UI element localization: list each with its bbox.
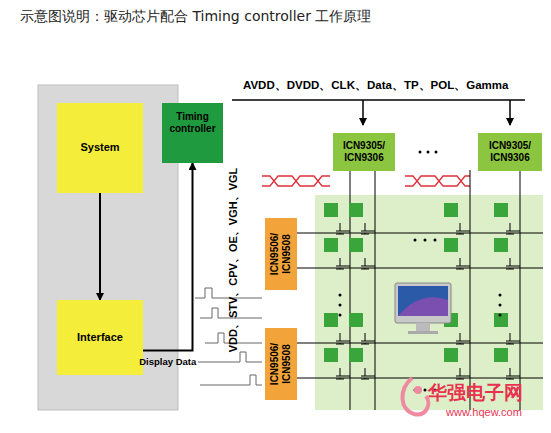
tft-symbol bbox=[456, 223, 470, 234]
tft-symbol bbox=[336, 333, 350, 344]
pixel-electrode bbox=[324, 348, 338, 362]
pixel-electrode bbox=[444, 238, 458, 252]
node-text: System bbox=[80, 141, 119, 154]
source-driver-box: ICN9305/ ICN9306 bbox=[333, 133, 395, 171]
pixel-cells bbox=[324, 203, 520, 379]
signal-label: AVDD、DVDD、CLK、Data、TP、POL、Gamma bbox=[243, 78, 508, 93]
interface-box: Interface bbox=[57, 300, 143, 375]
node-text: ICN9506/ ICN9508 bbox=[269, 221, 293, 287]
tft-symbol bbox=[456, 368, 470, 379]
system-box: System bbox=[57, 103, 143, 193]
monitor-icon bbox=[395, 283, 451, 334]
pixel-electrode bbox=[444, 203, 458, 217]
pixel-electrode bbox=[349, 313, 363, 327]
pixel-electrode bbox=[494, 238, 508, 252]
tft-symbol bbox=[336, 223, 350, 234]
node-text: ICN9305/ ICN9306 bbox=[481, 140, 539, 164]
pixel-electrode bbox=[349, 348, 363, 362]
tft-symbol bbox=[456, 258, 470, 269]
tft-symbol bbox=[336, 368, 350, 379]
tft-symbol bbox=[506, 258, 520, 269]
watermark: 华强电子网 bbox=[428, 380, 523, 406]
node-text: Timing controller bbox=[165, 111, 220, 135]
signal-bus bbox=[232, 100, 525, 125]
node-text: ICN9506/ ICN9508 bbox=[269, 331, 293, 397]
gate-driver-box: ICN9506/ ICN9508 bbox=[265, 328, 297, 400]
title: 示意图说明：驱动芯片配合 Timing controller 工作原理 bbox=[20, 8, 371, 26]
node-text: Interface bbox=[77, 331, 123, 344]
connector-arrow bbox=[99, 193, 101, 300]
tft-symbol bbox=[456, 333, 470, 344]
pixel-electrode bbox=[494, 348, 508, 362]
watermark-logo bbox=[402, 378, 428, 414]
ellipsis-dots bbox=[419, 151, 438, 154]
tft-symbol bbox=[361, 223, 375, 234]
connector-arrow bbox=[143, 163, 193, 351]
pixel-electrode bbox=[494, 203, 508, 217]
pixel-electrode bbox=[324, 203, 338, 217]
tft-symbol bbox=[506, 333, 520, 344]
watermark-url: www.hqew.com bbox=[446, 406, 522, 418]
gate-lines bbox=[297, 233, 543, 378]
pixel-electrode bbox=[324, 313, 338, 327]
node-text: ICN9305/ ICN9306 bbox=[336, 140, 392, 164]
data-bus bbox=[262, 176, 470, 186]
pixel-electrode bbox=[444, 348, 458, 362]
pixel-electrode bbox=[349, 238, 363, 252]
pixel-electrode bbox=[349, 203, 363, 217]
source-driver-box: ICN9305/ ICN9306 bbox=[478, 133, 542, 171]
tft-symbol bbox=[336, 258, 350, 269]
edge-label: Display Data bbox=[139, 356, 196, 367]
tft-symbol bbox=[361, 368, 375, 379]
tft-symbol bbox=[361, 333, 375, 344]
tft-symbol bbox=[361, 258, 375, 269]
pixel-electrode bbox=[324, 238, 338, 252]
pixel-electrode bbox=[494, 313, 508, 327]
tft-symbol bbox=[506, 223, 520, 234]
signal-label: VDD、STV、CPV、OE、VGH、VGL bbox=[226, 168, 241, 353]
gate-driver-box: ICN9506/ ICN9508 bbox=[265, 218, 297, 290]
tcon-box: Timing controller bbox=[162, 103, 223, 163]
tft-symbol bbox=[506, 368, 520, 379]
panel-dots bbox=[339, 239, 502, 392]
data-lines bbox=[350, 170, 520, 410]
